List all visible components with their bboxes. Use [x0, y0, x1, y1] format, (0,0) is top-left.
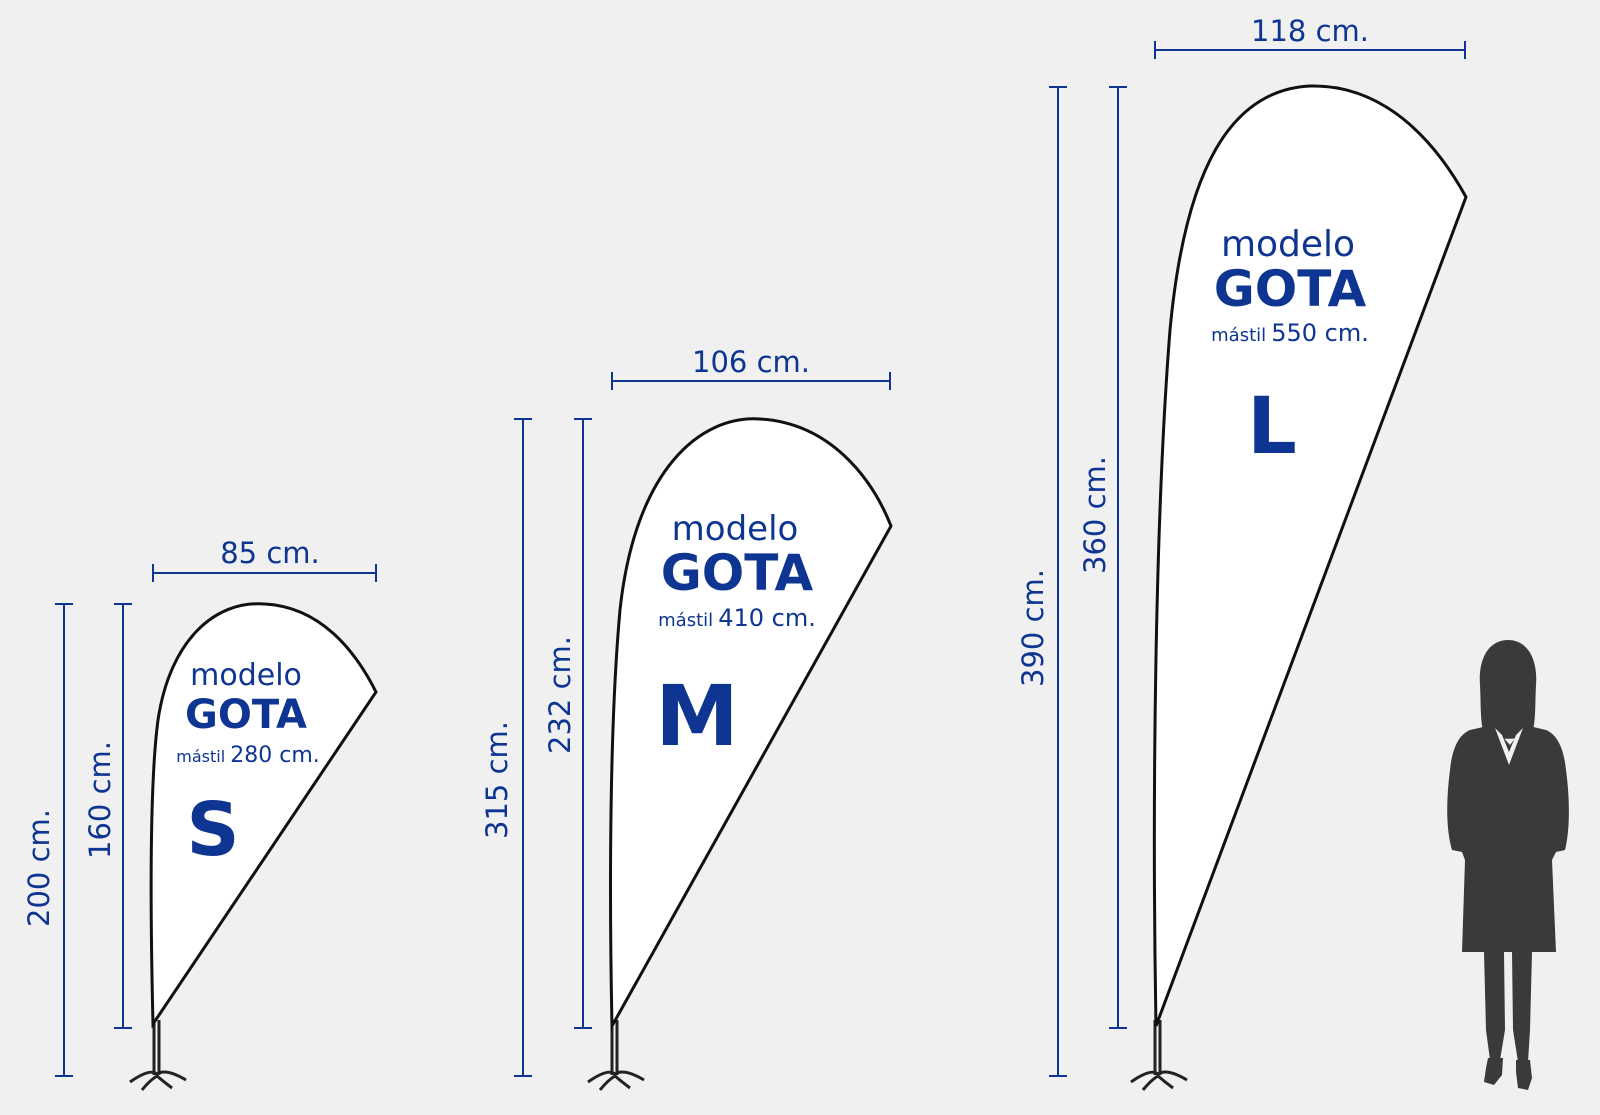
flag-m-mastil-value: 410 cm. [718, 604, 816, 632]
flag-s-teardrop [149, 602, 378, 1029]
flag-l-width-dimension: 118 cm. [1154, 14, 1466, 59]
flag-m-flag-height-dimension: 232 cm. [543, 418, 592, 1029]
flag-m-mastil: mástil 410 cm. [658, 604, 816, 632]
flag-s-gota: GOTA [185, 692, 307, 738]
flag-s-width-dimension: 85 cm. [152, 536, 377, 582]
flag-m-group: 106 cm. 315 cm. 232 cm. modelo GOTA mást… [480, 345, 893, 1091]
flag-l-size-letter: L [1247, 382, 1297, 472]
flag-l-teardrop [1152, 84, 1468, 1027]
flag-s-group: 85 cm. 200 cm. 160 cm. modelo GOTA mást [22, 536, 378, 1091]
flag-l-total-height-dimension: 390 cm. [1016, 86, 1067, 1077]
flag-m-gota: GOTA [661, 544, 814, 602]
flag-s-mastil-word: mástil [176, 747, 225, 766]
flag-m-total-height-dimension: 315 cm. [480, 418, 532, 1077]
flag-l-group: 118 cm. 390 cm. 360 cm. modelo GOTA mást… [1016, 14, 1468, 1091]
flag-m-teardrop [609, 417, 893, 1032]
flag-m-total-height-label: 315 cm. [480, 721, 514, 839]
flag-s-size-letter: S [186, 787, 239, 873]
flag-m-width-label: 106 cm. [692, 345, 810, 379]
flag-l-mastil-value: 550 cm. [1271, 319, 1369, 347]
flag-l-width-label: 118 cm. [1251, 14, 1369, 48]
flag-m-mastil-word: mástil [658, 610, 713, 631]
flag-l-mastil: mástil 550 cm. [1211, 319, 1369, 347]
flag-m-pole [587, 1020, 645, 1091]
flag-s-width-label: 85 cm. [220, 536, 320, 570]
flag-m-size-letter: M [655, 667, 739, 765]
flag-s-total-height-label: 200 cm. [22, 809, 56, 927]
flag-s-total-height-dimension: 200 cm. [22, 603, 73, 1077]
flag-l-mastil-word: mástil [1211, 325, 1266, 346]
flag-s-modelo: modelo [190, 658, 302, 693]
flag-s-pole [129, 1020, 187, 1091]
flag-s-mastil: mástil 280 cm. [176, 743, 320, 768]
flag-l-flag-height-dimension: 360 cm. [1078, 86, 1127, 1029]
flag-s-mastil-value: 280 cm. [230, 743, 320, 768]
flag-l-flag-height-label: 360 cm. [1078, 456, 1112, 574]
flag-s-flag-height-label: 160 cm. [83, 741, 117, 859]
flag-m-width-dimension: 106 cm. [611, 345, 891, 390]
flag-s-flag-height-dimension: 160 cm. [83, 603, 132, 1029]
flag-l-total-height-label: 390 cm. [1016, 569, 1050, 687]
flag-m-flag-height-label: 232 cm. [543, 636, 577, 754]
flag-l-gota: GOTA [1214, 260, 1367, 318]
woman-silhouette-icon [1447, 640, 1569, 1090]
flag-m-modelo: modelo [672, 509, 799, 549]
flag-l-pole [1130, 1020, 1188, 1091]
flag-l-modelo: modelo [1221, 224, 1355, 265]
